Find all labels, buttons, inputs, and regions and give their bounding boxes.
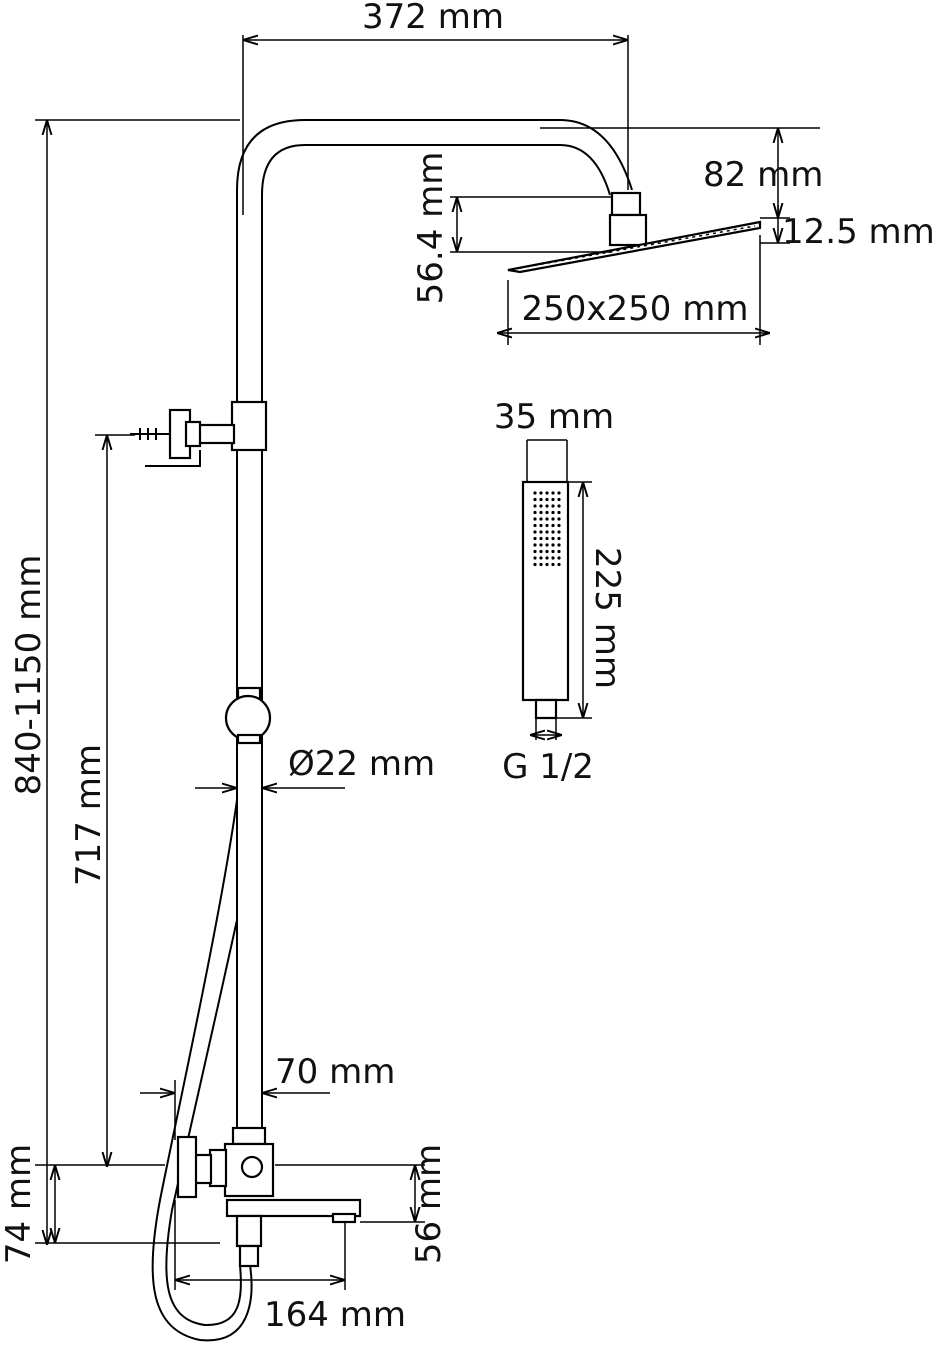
label-head-drop: 82 mm — [703, 155, 823, 195]
spray-nozzle-dot — [545, 491, 549, 495]
spray-nozzle-dot — [533, 530, 537, 534]
label-hand-thread: G 1/2 — [502, 747, 594, 787]
spray-nozzle-dot — [533, 543, 537, 547]
dimension-bracket-height: 717 mm — [69, 434, 135, 1167]
label-spout-height: 56 mm — [409, 1144, 449, 1264]
spray-nozzle-dot — [545, 517, 549, 521]
spray-nozzle-dot — [557, 517, 561, 521]
spray-nozzle-dot — [545, 504, 549, 508]
spray-nozzle-dot — [557, 530, 561, 534]
spray-nozzle-dot — [545, 556, 549, 560]
spray-nozzle-dot — [539, 497, 543, 502]
dimension-spout-drop: 74 mm — [0, 1144, 220, 1264]
spray-nozzle-dot — [551, 556, 555, 560]
hand-shower-slider — [224, 686, 272, 745]
shower-hose — [151, 799, 253, 1342]
spray-nozzle-dot — [539, 543, 543, 547]
spray-nozzle-dot — [533, 504, 537, 508]
hand-shower: 35 mm 225 mm G 1/2 — [494, 397, 627, 787]
label-spout-drop: 74 mm — [0, 1144, 39, 1264]
spray-nozzle-dot — [539, 523, 543, 528]
bath-mixer — [176, 1126, 362, 1268]
spray-nozzle-dot — [557, 543, 561, 547]
spray-nozzle-dot — [539, 510, 543, 515]
dimension-head-drop: 82 mm 12.5 mm — [540, 127, 934, 252]
shower-riser-pipe — [236, 119, 633, 1130]
label-hand-length: 225 mm — [587, 547, 627, 689]
spray-nozzle-dot — [533, 497, 537, 502]
spray-nozzle-dot — [539, 556, 543, 560]
spray-nozzle-dot — [545, 497, 549, 502]
spray-nozzle-dot — [539, 530, 543, 534]
dimension-head-connector: 56.4 mm — [411, 152, 612, 305]
dimension-spout-height: 56 mm — [275, 1144, 449, 1264]
spray-nozzle-dot — [557, 491, 561, 495]
spray-nozzle-dot — [545, 530, 549, 534]
label-head-connector: 56.4 mm — [411, 152, 451, 305]
label-total-height: 840-1150 mm — [9, 555, 49, 796]
label-overall-width: 372 mm — [362, 0, 504, 37]
label-head-thickness: 12.5 mm — [782, 212, 934, 252]
spray-nozzle-dot — [533, 491, 537, 495]
spray-nozzle-dot — [533, 517, 537, 521]
label-spout-length: 164 mm — [264, 1295, 406, 1335]
spray-nozzle-dot — [533, 549, 537, 554]
spray-nozzle-dot — [533, 510, 537, 515]
label-head-size: 250x250 mm — [522, 289, 749, 329]
spray-nozzle-dot — [545, 536, 549, 541]
spray-nozzle-dot — [533, 536, 537, 541]
spray-nozzle-dot — [533, 556, 537, 560]
label-pipe-diameter: Ø22 mm — [288, 744, 435, 784]
spray-nozzle-dot — [551, 562, 555, 567]
dimension-pipe-diameter: Ø22 mm — [195, 744, 435, 788]
spray-nozzle-dot — [539, 536, 543, 541]
spray-nozzle-dot — [539, 491, 543, 495]
spray-nozzle-dot — [551, 549, 555, 554]
spray-nozzle-dot — [539, 517, 543, 521]
label-hand-width: 35 mm — [494, 397, 614, 437]
spray-nozzle-dot — [533, 562, 537, 567]
spray-nozzle-dot — [539, 504, 543, 508]
label-bracket-height: 717 mm — [69, 744, 109, 886]
spray-nozzle-dot — [551, 510, 555, 515]
spray-nozzle-dot — [545, 523, 549, 528]
spray-nozzle-dot — [557, 562, 561, 567]
spray-nozzle-dot — [557, 549, 561, 554]
dimension-overall-width: 372 mm — [242, 0, 629, 215]
wall-bracket — [130, 400, 268, 467]
rain-shower-head — [507, 191, 762, 274]
label-mixer-offset: 70 mm — [275, 1052, 395, 1092]
spray-nozzle-dot — [557, 536, 561, 541]
spray-nozzle-dot — [539, 549, 543, 554]
dimension-total-height: 840-1150 mm — [9, 119, 240, 1245]
spray-nozzle-dot — [551, 536, 555, 541]
spray-nozzle-dot — [551, 523, 555, 528]
spray-nozzle-dot — [551, 530, 555, 534]
spray-nozzle-dot — [551, 543, 555, 547]
spray-nozzle-dot — [545, 510, 549, 515]
spray-nozzle-dot — [551, 491, 555, 495]
spray-nozzle-dot — [557, 497, 561, 502]
spray-nozzle-dot — [557, 510, 561, 515]
spray-nozzle-dot — [557, 523, 561, 528]
dimension-spout-length: 164 mm — [174, 1200, 406, 1335]
dimension-head-size: 250x250 mm — [497, 235, 770, 345]
spray-nozzle-dot — [551, 517, 555, 521]
spray-nozzle-dot — [533, 523, 537, 528]
spray-nozzle-dot — [545, 562, 549, 567]
spray-nozzle-dot — [551, 504, 555, 508]
spray-nozzle-dot — [539, 562, 543, 567]
spray-nozzle-dot — [545, 549, 549, 554]
spray-nozzle-dot — [557, 556, 561, 560]
spray-nozzle-dot — [557, 504, 561, 508]
dimension-mixer-offset: 70 mm — [140, 1052, 395, 1140]
spray-nozzle-dot — [551, 497, 555, 502]
spray-nozzle-dot — [545, 543, 549, 547]
